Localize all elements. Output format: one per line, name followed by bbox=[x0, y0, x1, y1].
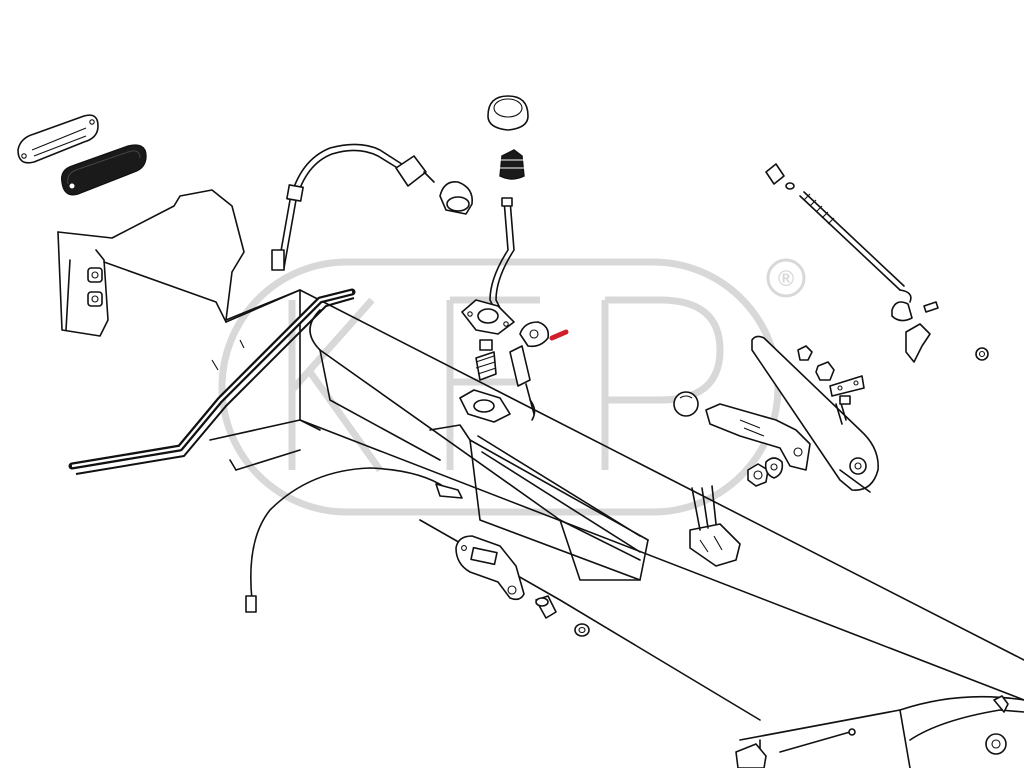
shift-spring[interactable] bbox=[475, 339, 536, 421]
nuts-and-washers[interactable] bbox=[747, 345, 865, 487]
rear-bolt-parts[interactable] bbox=[735, 695, 1009, 768]
handbrake-push-rod[interactable] bbox=[765, 163, 912, 303]
rubber-plug-top[interactable] bbox=[487, 95, 529, 131]
frame-tunnel bbox=[57, 189, 1024, 768]
registered-mark: ® bbox=[778, 266, 794, 291]
shift-lever-gasket[interactable] bbox=[459, 389, 511, 423]
handbrake-button[interactable] bbox=[673, 391, 699, 417]
heater-control-cable[interactable] bbox=[271, 143, 435, 271]
shift-lever[interactable] bbox=[489, 197, 515, 313]
floor-mat-grommet-plate[interactable] bbox=[17, 114, 99, 164]
cable-guide-bracket[interactable] bbox=[689, 485, 741, 567]
rubber-boot[interactable] bbox=[498, 149, 526, 180]
heater-knob[interactable] bbox=[519, 321, 550, 348]
floor-mat-grommet-dark[interactable] bbox=[61, 144, 147, 196]
handbrake-lever[interactable] bbox=[751, 335, 879, 493]
ratchet-pawl[interactable] bbox=[705, 395, 851, 471]
watermark-logo: ® bbox=[218, 258, 806, 516]
red-pin-highlighted[interactable] bbox=[549, 329, 569, 341]
mounting-bracket-plate[interactable] bbox=[455, 535, 525, 601]
bushings[interactable] bbox=[535, 595, 590, 637]
clutch-cable-tube[interactable] bbox=[68, 288, 356, 475]
shift-lever-base-plate[interactable] bbox=[461, 299, 515, 335]
accelerator-cable[interactable] bbox=[245, 467, 463, 613]
shift-knob-cap[interactable] bbox=[439, 180, 474, 215]
pawl-parts[interactable] bbox=[891, 301, 989, 363]
